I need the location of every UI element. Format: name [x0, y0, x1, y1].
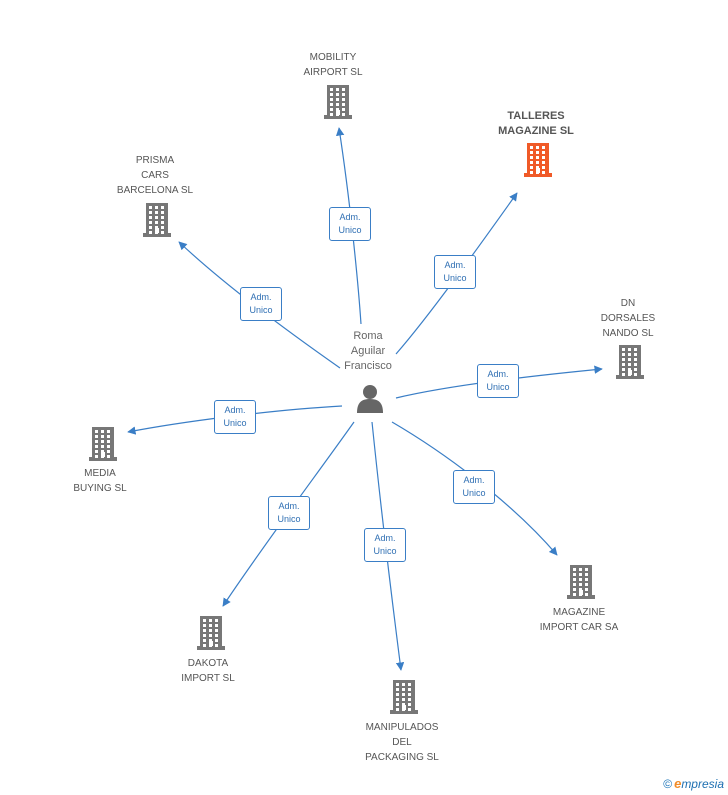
company-name[interactable]: MOBILITY AIRPORT SL: [303, 52, 363, 78]
role-badge: Adm. Unico: [364, 528, 406, 562]
company-building-icon[interactable]: [197, 616, 225, 650]
role-badge: Adm. Unico: [329, 207, 371, 241]
person-name[interactable]: Roma Aguilar Francisco: [344, 330, 392, 372]
company-building-icon[interactable]: [143, 203, 171, 237]
company-name[interactable]: MANIPULADOS DEL PACKAGING SL: [365, 722, 439, 763]
role-badge: Adm. Unico: [453, 470, 495, 504]
company-name[interactable]: DAKOTA IMPORT SL: [181, 658, 235, 684]
brand-logo-initial: e: [674, 776, 682, 791]
copyright-symbol: ©: [663, 777, 673, 791]
company-building-icon[interactable]: [390, 680, 418, 714]
company-building-icon[interactable]: [324, 85, 352, 119]
brand-logo-text: mpresia: [681, 777, 724, 791]
company-building-icon[interactable]: [616, 345, 644, 379]
role-badge: Adm. Unico: [434, 255, 476, 289]
role-badge: Adm. Unico: [240, 287, 282, 321]
company-building-icon[interactable]: [89, 427, 117, 461]
company-building-icon-highlight[interactable]: [524, 143, 552, 177]
company-name[interactable]: DN DORSALES NANDO SL: [600, 298, 656, 339]
role-badge: Adm. Unico: [477, 364, 519, 398]
company-name[interactable]: MAGAZINE IMPORT CAR SA: [539, 607, 619, 633]
company-name[interactable]: PRISMA CARS BARCELONA SL: [116, 155, 194, 196]
role-badge: Adm. Unico: [268, 496, 310, 530]
person-icon[interactable]: [357, 385, 383, 413]
role-badge: Adm. Unico: [214, 400, 256, 434]
company-building-icon[interactable]: [567, 565, 595, 599]
company-name[interactable]: MEDIA BUYING SL: [73, 468, 127, 494]
company-name[interactable]: TALLERES MAGAZINE SL: [498, 110, 574, 137]
footer-brand: ©empresia: [663, 776, 724, 791]
